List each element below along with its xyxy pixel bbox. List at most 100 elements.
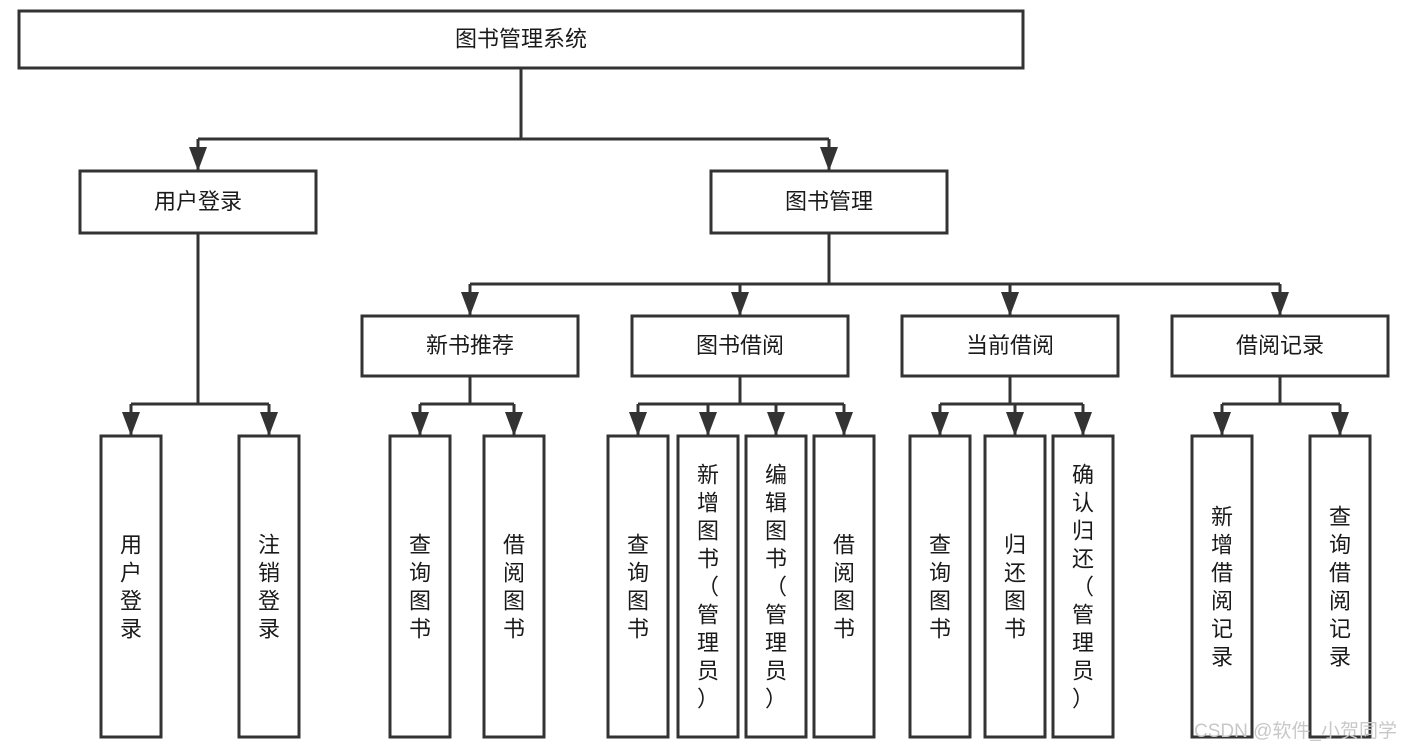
arrow-head-icon <box>505 412 523 436</box>
node-box <box>744 434 808 739</box>
node-label: 用户登录 <box>154 189 242 214</box>
node-box <box>908 434 972 739</box>
node-book-borrow[interactable]: 图书借阅 <box>630 314 850 378</box>
arrow-head-icon <box>731 292 749 316</box>
node-root[interactable]: 图书管理系统 <box>17 9 1025 70</box>
svg-text:查: 查 <box>627 533 649 558</box>
svg-text:管: 管 <box>1072 603 1094 628</box>
svg-text:注: 注 <box>258 533 280 558</box>
svg-text:书: 书 <box>409 617 431 642</box>
svg-text:新: 新 <box>1211 505 1233 530</box>
node-box <box>606 434 670 739</box>
arrow-head-icon <box>1006 412 1024 436</box>
svg-text:借: 借 <box>833 533 855 558</box>
node-box <box>1051 434 1115 739</box>
svg-text:图: 图 <box>833 589 855 614</box>
arrow-head-icon <box>629 412 647 436</box>
svg-text:阅: 阅 <box>1211 589 1233 614</box>
svg-text:）: ） <box>765 687 787 712</box>
svg-text:辑: 辑 <box>765 491 787 516</box>
svg-text:借: 借 <box>1329 561 1351 586</box>
svg-text:图: 图 <box>1004 589 1026 614</box>
arrow-head-icon <box>931 412 949 436</box>
svg-text:阅: 阅 <box>833 561 855 586</box>
svg-text:（: （ <box>765 575 787 600</box>
svg-text:户: 户 <box>120 561 142 586</box>
svg-text:归: 归 <box>1072 519 1094 544</box>
svg-text:借: 借 <box>503 533 525 558</box>
svg-text:）: ） <box>697 687 719 712</box>
arrow-head-icon <box>461 292 479 316</box>
node-user-login[interactable]: 用户登录 <box>78 169 318 235</box>
svg-text:录: 录 <box>120 617 142 642</box>
svg-text:图: 图 <box>929 589 951 614</box>
svg-text:询: 询 <box>409 561 431 586</box>
node-leaf-user-login[interactable]: 用户登录 <box>99 434 163 739</box>
svg-text:员: 员 <box>697 659 719 684</box>
node-box <box>676 434 740 739</box>
node-box <box>1190 434 1254 739</box>
svg-text:）: ） <box>1072 687 1094 712</box>
arrow-head-icon <box>1271 292 1289 316</box>
arrow-head-icon <box>699 412 717 436</box>
node-box <box>630 314 850 378</box>
node-label: 图书管理 <box>785 189 873 214</box>
svg-text:确: 确 <box>1072 463 1094 488</box>
svg-text:增: 增 <box>697 491 719 516</box>
node-box <box>983 434 1047 739</box>
node-box <box>78 169 318 235</box>
arrow-head-icon <box>1331 412 1349 436</box>
svg-text:录: 录 <box>258 617 280 642</box>
node-label: 当前借阅 <box>966 333 1054 358</box>
svg-text:录: 录 <box>1211 645 1233 670</box>
node-new-book-rec[interactable]: 新书推荐 <box>360 314 580 378</box>
svg-text:管: 管 <box>765 603 787 628</box>
svg-text:询: 询 <box>627 561 649 586</box>
svg-text:编: 编 <box>765 463 787 488</box>
edge-group-book-manage <box>461 233 1289 316</box>
node-current-borrow[interactable]: 当前借阅 <box>900 314 1120 378</box>
svg-text:理: 理 <box>697 631 719 656</box>
node-box <box>812 434 876 739</box>
svg-text:（: （ <box>697 575 719 600</box>
svg-text:管: 管 <box>697 603 719 628</box>
svg-text:书: 书 <box>627 617 649 642</box>
arrow-head-icon <box>260 412 278 436</box>
node-label: 图书借阅 <box>696 333 784 358</box>
node-box <box>709 169 949 235</box>
svg-text:图: 图 <box>765 519 787 544</box>
node-book-manage[interactable]: 图书管理 <box>709 169 949 235</box>
svg-text:图: 图 <box>503 589 525 614</box>
svg-text:员: 员 <box>765 659 787 684</box>
svg-text:阅: 阅 <box>1329 589 1351 614</box>
node-box <box>1170 314 1390 378</box>
svg-text:查: 查 <box>409 533 431 558</box>
edge-group-new-book-rec <box>411 376 523 436</box>
node-box <box>99 434 163 739</box>
node-box <box>360 314 580 378</box>
svg-text:还: 还 <box>1004 561 1026 586</box>
node-borrow-record[interactable]: 借阅记录 <box>1170 314 1390 378</box>
svg-text:阅: 阅 <box>503 561 525 586</box>
edge-group-user-login <box>122 233 278 436</box>
svg-text:书: 书 <box>1004 617 1026 642</box>
